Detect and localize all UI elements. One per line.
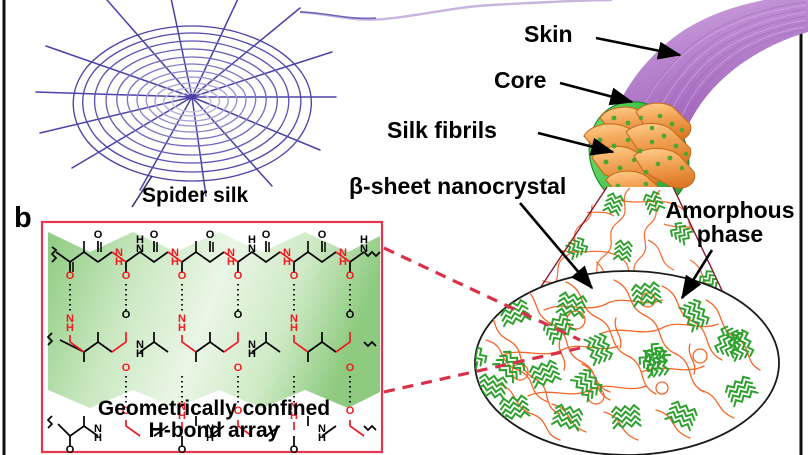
svg-text:N: N: [136, 243, 144, 255]
svg-text:N: N: [248, 243, 256, 255]
svg-text:O: O: [150, 229, 159, 241]
svg-text:H: H: [178, 410, 186, 422]
arrow-amorphous: [680, 249, 714, 300]
svg-text:O: O: [346, 362, 355, 374]
svg-text:H: H: [283, 256, 291, 268]
label-amorphous-line1: Amorphous: [665, 197, 795, 223]
svg-text:N: N: [171, 247, 179, 259]
arrow-fibrils: [537, 131, 615, 156]
arrow-skin: [595, 36, 682, 60]
svg-text:N: N: [339, 247, 347, 259]
svg-text:O: O: [178, 444, 187, 455]
svg-text:N: N: [206, 423, 214, 435]
svg-text:N: N: [136, 339, 144, 351]
amorphous-phase-ellipse: [474, 270, 780, 455]
svg-text:N: N: [227, 247, 235, 259]
svg-text:N: N: [318, 423, 326, 435]
svg-text:O: O: [318, 229, 327, 241]
svg-text:N: N: [290, 313, 298, 325]
svg-text:O: O: [262, 229, 271, 241]
label-hbond-array: Geometrically confined H-bond array: [48, 397, 380, 443]
svg-text:H: H: [178, 322, 186, 334]
line-spider-silk: [131, 175, 153, 208]
label-hbond-line2: H-bond array: [148, 419, 280, 443]
svg-text:N: N: [360, 243, 368, 255]
svg-text:O: O: [346, 270, 355, 282]
svg-text:N: N: [94, 423, 102, 435]
connecting-thread: [299, 0, 613, 21]
svg-text:N: N: [115, 247, 123, 259]
svg-text:O: O: [346, 405, 355, 417]
label-hbond-line1: Geometrically confined: [97, 397, 331, 420]
svg-text:H: H: [136, 348, 144, 360]
svg-text:H: H: [94, 432, 102, 444]
svg-text:H: H: [206, 432, 214, 444]
panel-b-border: [40, 220, 384, 454]
arrow-core: [559, 81, 634, 106]
svg-text:O: O: [122, 270, 131, 282]
svg-text:O: O: [234, 270, 243, 282]
panel-b-connectors: [383, 246, 581, 394]
label-amorphous-line2: phase: [696, 221, 764, 248]
beta-sheet-ribbon: [48, 232, 380, 408]
svg-text:H: H: [136, 234, 144, 246]
svg-text:N: N: [283, 247, 291, 259]
label-core: Core: [494, 67, 547, 93]
svg-text:O: O: [66, 444, 75, 455]
label-spider-silk: Spider silk: [142, 184, 249, 207]
svg-text:N: N: [290, 401, 298, 413]
svg-text:O: O: [122, 362, 131, 374]
svg-text:O: O: [122, 309, 131, 321]
svg-text:H: H: [339, 256, 347, 268]
leader-lines: [131, 36, 714, 300]
arrow-beta-sheet: [519, 202, 594, 290]
svg-text:H: H: [360, 234, 368, 246]
svg-text:O: O: [206, 229, 215, 241]
svg-text:H: H: [318, 432, 326, 444]
svg-text:O: O: [94, 229, 103, 241]
svg-text:H: H: [248, 348, 256, 360]
svg-text:H: H: [171, 256, 179, 268]
svg-text:H: H: [115, 256, 123, 268]
svg-text:O: O: [122, 405, 131, 417]
spider-web: [35, 0, 337, 197]
svg-text:H: H: [66, 322, 74, 334]
label-amorphous-phase: Amorphous phase: [664, 198, 796, 247]
panel-b: OO OO O OO OO OO NH NH NH NH NH: [40, 220, 384, 455]
svg-text:H: H: [248, 234, 256, 246]
svg-text:H: H: [227, 256, 235, 268]
svg-text:O: O: [66, 270, 75, 282]
svg-text:H: H: [290, 322, 298, 334]
svg-text:N: N: [66, 313, 74, 325]
label-panel-b: b: [14, 202, 32, 234]
svg-text:O: O: [178, 270, 187, 282]
svg-text:O: O: [234, 405, 243, 417]
label-beta-sheet-nanocrystal: β-sheet nanocrystal: [349, 173, 567, 199]
svg-text:O: O: [346, 309, 355, 321]
svg-text:N: N: [248, 339, 256, 351]
svg-text:O: O: [290, 270, 299, 282]
svg-text:H: H: [290, 410, 298, 422]
fibril-nanocrystal-dots: [597, 113, 689, 197]
svg-text:O: O: [234, 362, 243, 374]
svg-text:N: N: [178, 313, 186, 325]
svg-text:O: O: [234, 309, 243, 321]
label-silk-fibrils: Silk fibrils: [387, 117, 497, 143]
svg-text:O: O: [290, 444, 299, 455]
label-skin: Skin: [524, 21, 573, 47]
beta-sheet-nanocrystal-group: [475, 281, 759, 432]
svg-text:N: N: [178, 401, 186, 413]
